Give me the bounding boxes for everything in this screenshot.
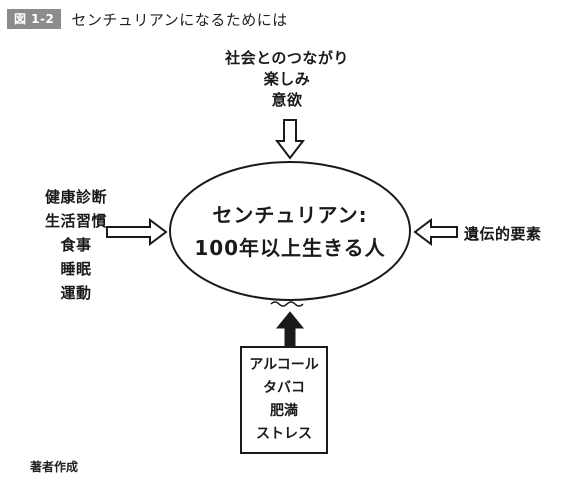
right-factor-item: 遺伝的要素 [464, 225, 542, 243]
center-label-line1: センチュリアン: [212, 203, 368, 227]
top-arrow [274, 119, 306, 160]
bottom-factor-box: アルコール タバコ 肥満 ストレス [240, 346, 328, 454]
figure-header: 図 1-2 センチュリアンになるためには [7, 8, 288, 30]
center-ellipse [169, 161, 411, 301]
top-factor-item: 意欲 [271, 91, 303, 109]
left-arrow [106, 218, 168, 246]
bottom-arrow [275, 311, 305, 347]
left-factor-item: 生活習慣 [44, 212, 107, 230]
center-label: センチュリアン: 100年以上生きる人 [178, 199, 402, 265]
top-factor-item: 社会とのつながり [225, 49, 349, 67]
source-note: 著者作成 [30, 460, 79, 474]
right-arrow [413, 218, 458, 246]
figure-number-badge: 図 1-2 [7, 9, 62, 29]
bottom-factor-item: ストレス [256, 426, 312, 442]
top-factor-item: 楽しみ [263, 70, 311, 88]
left-factor-item: 運動 [60, 284, 92, 302]
bottom-factor-item: アルコール [249, 357, 319, 373]
top-factor-list: 社会とのつながり 楽しみ 意欲 [220, 48, 354, 111]
bottom-factor-item: 肥満 [270, 403, 298, 419]
figure-title: センチュリアンになるためには [71, 10, 288, 29]
bottom-factor-item: タバコ [263, 380, 305, 396]
left-factor-item: 食事 [60, 236, 92, 254]
impact-wave-mark [270, 301, 304, 307]
center-label-line2: 100年以上生きる人 [194, 236, 386, 260]
left-factor-item: 睡眠 [60, 260, 92, 278]
left-factor-list: 健康診断 生活習慣 食事 睡眠 運動 [26, 185, 126, 305]
right-factor-list: 遺伝的要素 [464, 224, 554, 245]
left-factor-item: 健康診断 [44, 188, 107, 206]
